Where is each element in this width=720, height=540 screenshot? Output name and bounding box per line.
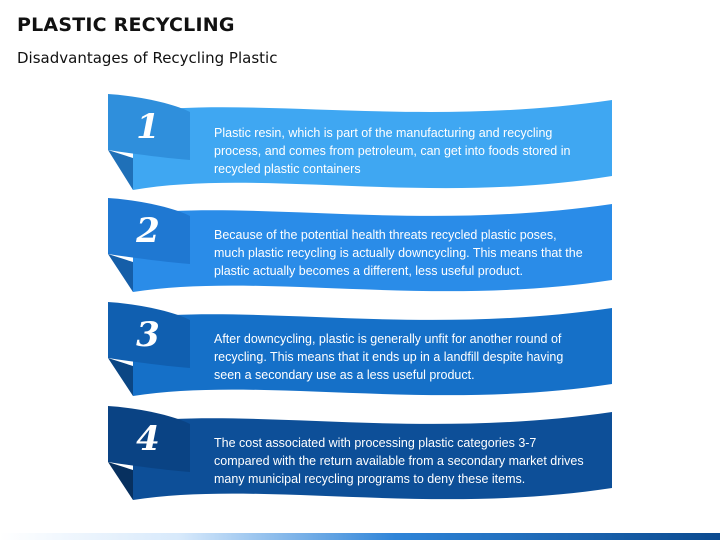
ribbon-2-fold	[108, 254, 133, 292]
item-number-3: 3	[136, 315, 160, 355]
ribbon-4-main	[133, 412, 612, 500]
ribbon-1	[108, 94, 612, 190]
item-number-4: 4	[136, 419, 160, 459]
page-title: PLASTIC RECYCLING	[17, 14, 235, 36]
item-text-1: Plastic resin, which is part of the manu…	[214, 126, 571, 176]
item-text-4: The cost associated with processing plas…	[214, 436, 584, 486]
ribbon-4-tab	[108, 406, 190, 472]
item-text-2: Because of the potential health threats …	[214, 228, 583, 278]
item-number-2: 2	[136, 211, 160, 251]
ribbon-1-tab	[108, 94, 190, 160]
ribbon-4	[108, 406, 612, 500]
ribbon-1-main	[133, 100, 612, 190]
ribbon-2	[108, 198, 612, 292]
item-number-1: 1	[136, 107, 160, 147]
ribbon-3-tab	[108, 302, 190, 368]
ribbon-4-fold	[108, 462, 133, 500]
ribbon-3	[108, 302, 612, 396]
ribbon-2-main	[133, 204, 612, 292]
page-subtitle: Disadvantages of Recycling Plastic	[17, 49, 278, 67]
bottom-accent-bar	[0, 533, 720, 540]
ribbon-1-fold	[108, 150, 133, 190]
ribbon-3-fold	[108, 358, 133, 396]
item-text-3: After downcycling, plastic is generally …	[214, 332, 564, 382]
ribbon-2-tab	[108, 198, 190, 264]
ribbon-3-main	[133, 308, 612, 396]
